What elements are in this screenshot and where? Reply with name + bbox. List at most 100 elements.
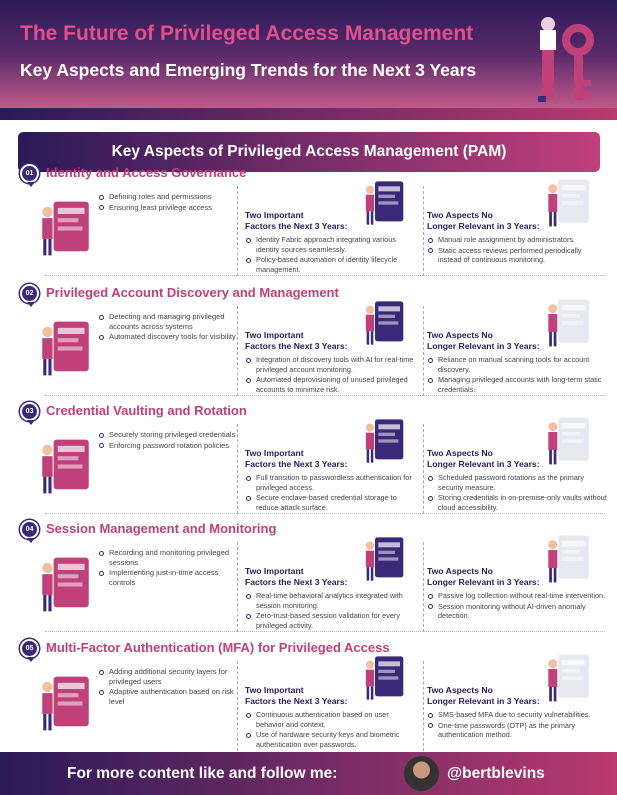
footer: For more content like and follow me: @be… <box>0 752 617 795</box>
bullet-item: Scheduled password rotations as the prim… <box>427 473 607 492</box>
bullet-item: Enforcing password rotation policies <box>98 441 238 451</box>
irrelevant-aspects-list: Manual role assignment by administrators… <box>427 235 607 265</box>
page-subtitle: Key Aspects and Emerging Trends for the … <box>20 60 477 80</box>
section-illustration <box>42 676 89 731</box>
section-illustration <box>42 201 89 256</box>
column-divider <box>423 661 424 751</box>
important-factors-list: Integration of discovery tools with AI f… <box>245 355 415 394</box>
heading-line: Factors the Next 3 Years: <box>245 576 348 587</box>
key-aspects-list: Adding additional security layers for pr… <box>98 667 238 707</box>
column-divider <box>423 306 424 396</box>
bullet-item: Ensuring least privilege access <box>98 203 238 213</box>
heading-line: Two Important <box>245 330 304 340</box>
column-divider <box>423 424 424 514</box>
obsolete-illustration <box>548 299 589 347</box>
heading-line: Two Aspects No <box>427 448 493 458</box>
bullet-item: Recording and monitoring privileged sess… <box>98 548 238 567</box>
bullet-item: Defining roles and permissions <box>98 192 238 202</box>
heading-line: Factors the Next 3 Years: <box>245 340 348 351</box>
bullet-item: Manual role assignment by administrators… <box>427 235 607 245</box>
section-divider <box>45 631 605 632</box>
trends-illustration <box>365 537 404 581</box>
section-banner: Key Aspects of Privileged Access Managem… <box>18 132 600 172</box>
bullet-item: Secure enclave-based credential storage … <box>245 493 415 512</box>
pam-section-01: 01 Identity and Access Governance Defini… <box>0 162 617 280</box>
section-title: Session Management and Monitoring <box>46 521 277 536</box>
social-handle-link[interactable]: @bertblevins <box>447 765 545 782</box>
bullet-item: Storing credentials in on-premise-only v… <box>427 493 607 512</box>
heading-line: Longer Relevant in 3 Years: <box>427 695 540 706</box>
key-aspects-list: Recording and monitoring privileged sess… <box>98 548 238 588</box>
header: The Future of Privileged Access Manageme… <box>0 0 617 108</box>
important-factors-list: Real-time behavioral analytics integrate… <box>245 591 415 630</box>
section-divider <box>45 275 605 276</box>
heading-line: Longer Relevant in 3 Years: <box>427 220 540 231</box>
irrelevant-aspects-list: Scheduled password rotations as the prim… <box>427 473 607 512</box>
important-factors-list: Continuous authentication based on user … <box>245 710 415 749</box>
bullet-item: Use of hardware security keys and biomet… <box>245 730 415 749</box>
irrelevant-aspects-list: Passive log collection without real-time… <box>427 591 607 621</box>
section-illustration <box>42 439 89 494</box>
column-divider <box>423 186 424 276</box>
section-number-badge: 01 <box>20 164 39 187</box>
section-title: Identity and Access Governance <box>46 165 247 180</box>
section-number-badge: 05 <box>20 639 39 662</box>
bullet-item: Securely storing privileged credentials <box>98 430 238 440</box>
bullet-item: Automated deprovisioning of unused privi… <box>245 375 415 394</box>
bullet-item: Adaptive authentication based on risk le… <box>98 687 238 706</box>
section-illustration <box>42 321 89 376</box>
section-number-badge: 04 <box>20 520 39 543</box>
column-divider <box>237 661 238 751</box>
bullet-item: Implementing just-in-time access control… <box>98 568 238 587</box>
page-title: The Future of Privileged Access Manageme… <box>20 22 474 45</box>
heading-line: Factors the Next 3 Years: <box>245 458 348 469</box>
bullet-item: Zero-trust-based session validation for … <box>245 611 415 630</box>
obsolete-illustration <box>548 179 589 227</box>
irrelevant-aspects-list: Reliance on manual scanning tools for ac… <box>427 355 607 394</box>
pam-section-02: 02 Privileged Account Discovery and Mana… <box>0 282 617 400</box>
column-divider <box>237 424 238 514</box>
important-factors-list: Identity Fabric approach integrating var… <box>245 235 415 274</box>
bullet-item: Policy-based automation of identity life… <box>245 255 415 274</box>
bullet-item: Reliance on manual scanning tools for ac… <box>427 355 607 374</box>
bullet-item: Full transition to passwordless authenti… <box>245 473 415 492</box>
bullet-item: Managing privileged accounts with long-t… <box>427 375 607 394</box>
important-factors-list: Full transition to passwordless authenti… <box>245 473 415 512</box>
heading-line: Two Important <box>245 685 304 695</box>
section-title: Multi-Factor Authentication (MFA) for Pr… <box>46 640 390 655</box>
column-divider <box>237 186 238 276</box>
section-title: Credential Vaulting and Rotation <box>46 403 247 418</box>
bullet-item: Adding additional security layers for pr… <box>98 667 238 686</box>
avatar <box>404 756 439 791</box>
bullet-item: Identity Fabric approach integrating var… <box>245 235 415 254</box>
trends-illustration <box>365 419 404 463</box>
heading-line: Factors the Next 3 Years: <box>245 220 348 231</box>
bullet-item: Automated discovery tools for visibility <box>98 332 238 342</box>
obsolete-illustration <box>548 417 589 465</box>
heading-line: Two Important <box>245 210 304 220</box>
heading-line: Factors the Next 3 Years: <box>245 695 348 706</box>
section-divider <box>45 395 605 396</box>
obsolete-illustration <box>548 654 589 702</box>
trends-illustration <box>365 181 404 225</box>
heading-line: Two Aspects No <box>427 330 493 340</box>
heading-line: Longer Relevant in 3 Years: <box>427 458 540 469</box>
heading-line: Two Aspects No <box>427 566 493 576</box>
bullet-item: Detecting and managing privileged accoun… <box>98 312 238 331</box>
